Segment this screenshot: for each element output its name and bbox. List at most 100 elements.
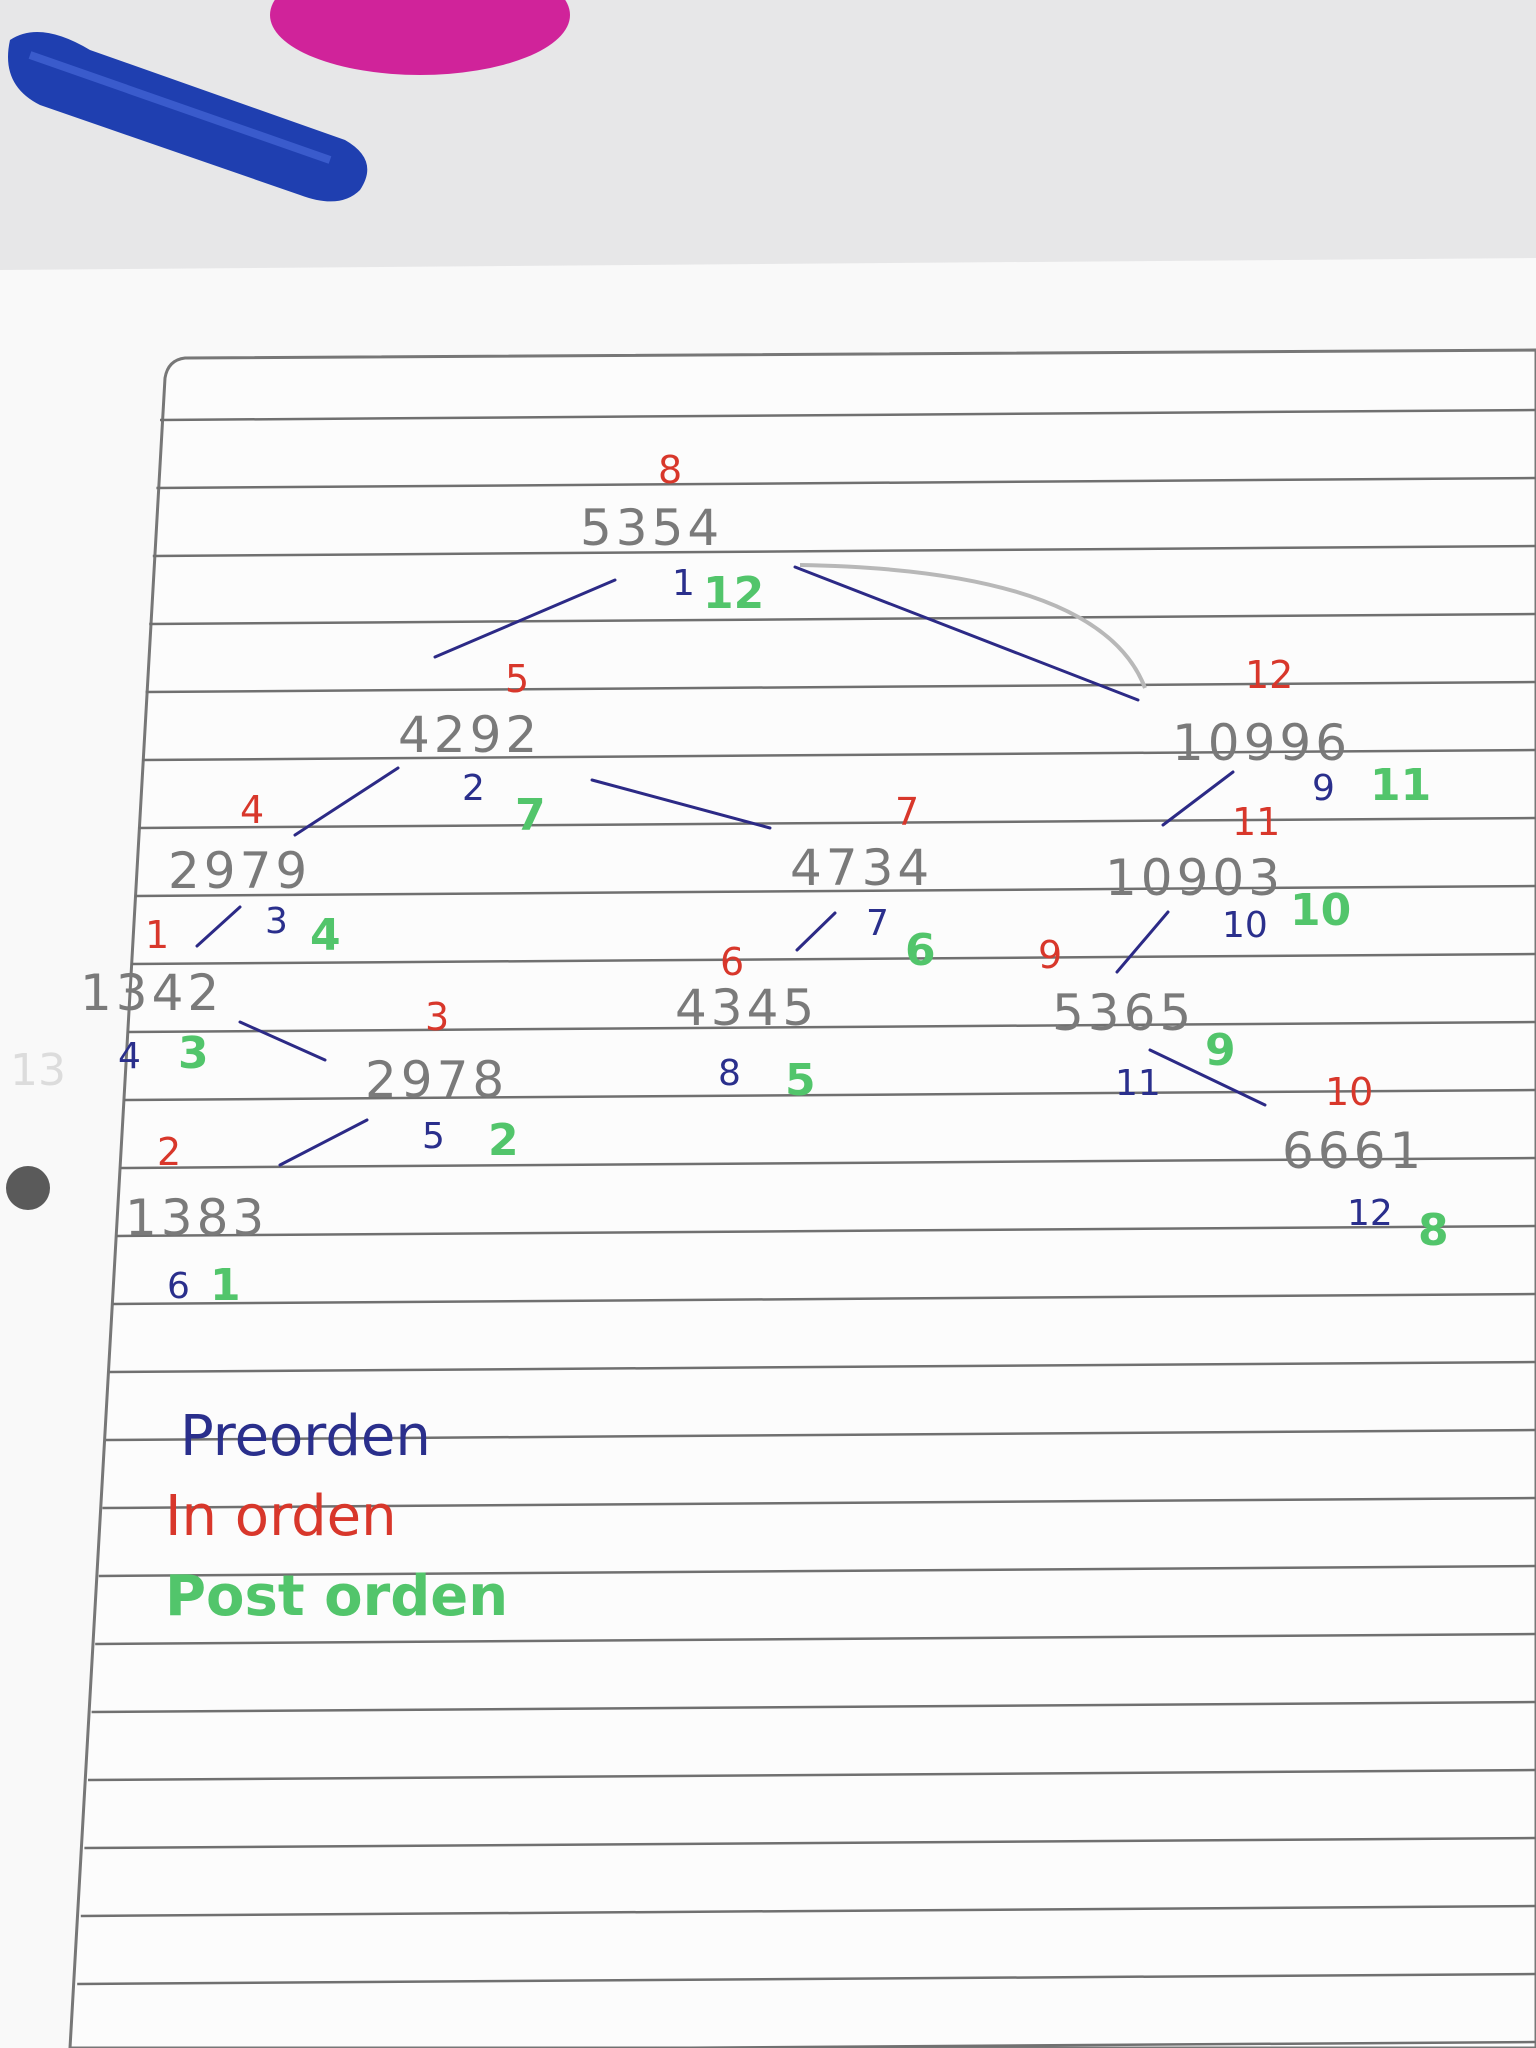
preorder-5354: 1 xyxy=(672,563,695,604)
inorder-5365: 9 xyxy=(1038,933,1062,977)
preorder-5365: 11 xyxy=(1115,1063,1161,1104)
edge-4292-4734 xyxy=(590,778,772,830)
edge-2979-1342 xyxy=(195,905,242,948)
legend-inorder: In orden xyxy=(165,1484,397,1549)
preorder-6661: 12 xyxy=(1347,1193,1393,1234)
preorder-4292: 2 xyxy=(462,768,485,809)
ruled-line xyxy=(102,1496,1536,1510)
preorder-1383: 6 xyxy=(167,1266,190,1307)
inorder-2979: 4 xyxy=(240,788,264,832)
preorder-4345: 8 xyxy=(718,1053,741,1094)
postorder-2979: 4 xyxy=(310,910,341,961)
node-1342: 1342 xyxy=(80,964,223,1022)
node-2979: 2979 xyxy=(168,842,311,900)
tree-nodes: 5354 4292 10996 2979 4734 10903 1342 434… xyxy=(80,499,1425,1247)
ruled-line xyxy=(131,952,1536,966)
legend-postorder: Post orden xyxy=(165,1564,508,1629)
ruled-line xyxy=(134,884,1536,898)
postorder-4734: 6 xyxy=(905,925,936,976)
inorder-6661: 10 xyxy=(1325,1070,1373,1114)
ruled-line xyxy=(159,408,1536,422)
paper-sheet xyxy=(0,258,1536,2048)
ruled-line xyxy=(80,1904,1536,1918)
erased-number: 13 xyxy=(10,1045,66,1096)
blue-pen-icon xyxy=(8,32,368,202)
gray-pencil-stroke xyxy=(799,563,1147,689)
ruled-line xyxy=(149,612,1536,626)
postorder-10996: 11 xyxy=(1370,760,1431,811)
ruled-line xyxy=(152,544,1536,558)
inorder-2978: 3 xyxy=(425,995,449,1039)
postorder-4292: 7 xyxy=(515,790,546,841)
preorder-1342: 4 xyxy=(118,1036,141,1077)
inorder-10903: 11 xyxy=(1232,800,1280,844)
inorder-10996: 12 xyxy=(1245,653,1293,697)
edge-5365-6661 xyxy=(1148,1048,1267,1107)
ruled-line xyxy=(145,680,1536,694)
inorder-1383: 2 xyxy=(157,1130,181,1174)
ruled-line xyxy=(91,1700,1536,1714)
node-4734: 4734 xyxy=(790,839,933,897)
node-2978: 2978 xyxy=(365,1051,508,1109)
preorder-4734: 7 xyxy=(866,903,889,944)
tree-edges xyxy=(195,563,1267,1167)
postorder-4345: 5 xyxy=(785,1055,816,1106)
inorder-5354: 8 xyxy=(658,448,682,492)
preorder-2979: 3 xyxy=(265,901,288,942)
postorder-5354: 12 xyxy=(703,568,764,619)
ruled-lines xyxy=(77,408,1536,2048)
ruled-line xyxy=(95,1632,1536,1646)
edge-4292-2979 xyxy=(293,766,400,837)
postorder-labels: 12 7 11 4 6 10 3 5 9 2 8 1 xyxy=(178,568,1449,1311)
postorder-1342: 3 xyxy=(178,1028,209,1079)
postorder-5365: 9 xyxy=(1205,1025,1236,1076)
pink-ball-icon xyxy=(270,0,570,75)
ruled-line xyxy=(109,1360,1536,1374)
ruled-line xyxy=(138,816,1536,830)
ruled-line xyxy=(141,748,1536,762)
ruled-line xyxy=(113,1292,1536,1306)
ruled-line xyxy=(84,1836,1536,1850)
ruled-line xyxy=(98,1564,1536,1578)
preorder-2978: 5 xyxy=(422,1116,445,1157)
node-10996: 10996 xyxy=(1172,714,1351,772)
postorder-2978: 2 xyxy=(488,1115,519,1166)
node-5354: 5354 xyxy=(580,499,723,557)
edge-5354-4292 xyxy=(433,578,617,659)
ruled-line xyxy=(475,2040,1536,2048)
inorder-labels: 8 5 12 4 7 11 1 6 9 3 10 2 xyxy=(145,448,1373,1174)
inorder-4345: 6 xyxy=(720,940,744,984)
legend-preorder: Preorden xyxy=(180,1404,431,1469)
node-1383: 1383 xyxy=(125,1189,268,1247)
edge-2978-1383 xyxy=(278,1118,369,1167)
ruled-line xyxy=(77,1972,1536,1986)
edge-10903-5365 xyxy=(1115,910,1170,974)
preorder-labels: 1 2 9 3 7 10 4 8 11 5 12 6 xyxy=(118,563,1393,1307)
preorder-10996: 9 xyxy=(1312,768,1335,809)
node-4292: 4292 xyxy=(398,706,541,764)
ruled-line xyxy=(123,1088,1536,1102)
node-10903: 10903 xyxy=(1105,849,1284,907)
ruled-line xyxy=(87,1768,1536,1782)
postorder-10903: 10 xyxy=(1290,885,1351,936)
ruled-line xyxy=(127,1020,1536,1034)
edge-4734-4345 xyxy=(795,911,837,952)
edge-10996-10903 xyxy=(1161,770,1235,827)
ruled-line xyxy=(156,476,1536,490)
ruled-line xyxy=(120,1156,1536,1170)
node-5365: 5365 xyxy=(1052,984,1195,1042)
inorder-4292: 5 xyxy=(505,657,529,701)
punch-hole xyxy=(6,1166,50,1210)
ruled-line xyxy=(105,1428,1536,1442)
postorder-6661: 8 xyxy=(1418,1205,1449,1256)
inorder-4734: 7 xyxy=(895,790,919,834)
edge-5354-10996 xyxy=(793,565,1140,702)
preorder-10903: 10 xyxy=(1222,905,1268,946)
node-6661: 6661 xyxy=(1282,1122,1425,1180)
legend: Preorden In orden Post orden xyxy=(165,1404,508,1629)
postorder-1383: 1 xyxy=(210,1260,241,1311)
node-4345: 4345 xyxy=(675,979,818,1037)
inorder-1342: 1 xyxy=(145,913,169,957)
edge-1342-2978 xyxy=(238,1020,327,1062)
